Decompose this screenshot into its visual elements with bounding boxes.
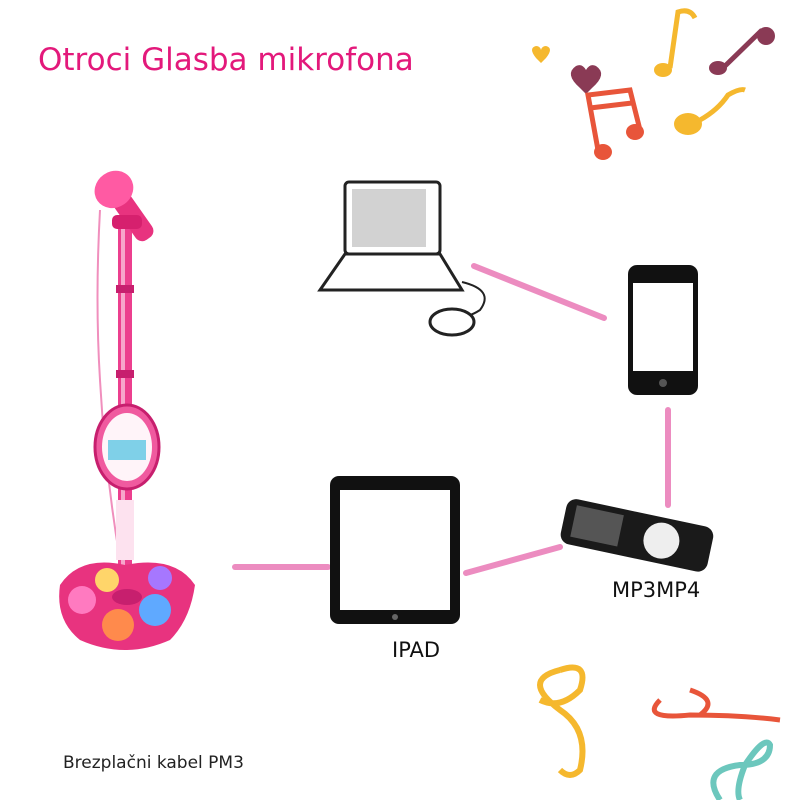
product-title: Otroci Glasba mikrofona <box>38 42 414 78</box>
treble-clef-icon <box>537 664 586 778</box>
heart-icon <box>570 65 602 94</box>
mp3-player-icon <box>560 499 714 572</box>
cable-laptop-phone <box>471 263 607 321</box>
cable-caption: Brezplačni kabel PM3 <box>63 753 244 773</box>
smartphone-icon <box>628 265 698 395</box>
microphone-stand <box>59 170 195 650</box>
treble-clef-icon <box>710 739 774 800</box>
ipad-label: IPAD <box>392 638 441 662</box>
tablet-icon <box>330 476 460 624</box>
cable-tablet-mp3 <box>463 544 563 576</box>
connection-cables <box>232 263 671 576</box>
mp3-label: MP3MP4 <box>612 578 701 602</box>
treble-clef-icon <box>651 687 781 723</box>
heart-icon <box>532 46 550 63</box>
laptop-icon <box>317 180 486 337</box>
music-notes-decoration <box>532 8 781 800</box>
